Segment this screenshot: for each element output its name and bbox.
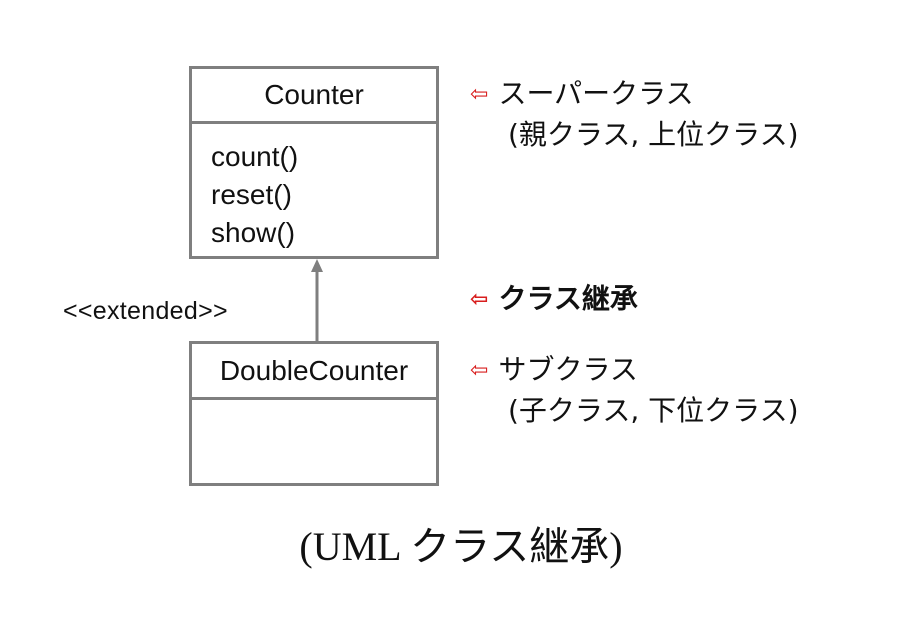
subclass-box: DoubleCounter bbox=[189, 341, 439, 486]
subclass-note-title: サブクラス bbox=[498, 353, 638, 386]
superclass-box: Counter count() reset() show() bbox=[189, 66, 439, 259]
left-arrow-icon: ⇦ bbox=[470, 358, 489, 383]
subclass-note: ⇦ サブクラス (子クラス, 下位クラス) bbox=[470, 350, 799, 431]
left-arrow-icon: ⇦ bbox=[470, 82, 489, 107]
operation-show: show() bbox=[211, 217, 296, 248]
left-arrow-icon: ⇦ bbox=[470, 287, 489, 312]
subclass-note-subtitle: (子クラス, 下位クラス) bbox=[508, 394, 799, 427]
subclass-operations bbox=[192, 400, 436, 414]
inheritance-note: ⇦ クラス継承 bbox=[470, 279, 638, 320]
superclass-note: ⇦ スーパークラス (親クラス, 上位クラス) bbox=[470, 74, 799, 155]
superclass-note-title: スーパークラス bbox=[498, 77, 694, 110]
operation-reset: reset() bbox=[211, 179, 292, 210]
diagram-caption: (UML クラス継承) bbox=[299, 524, 623, 569]
superclass-operations: count() reset() show() bbox=[192, 124, 436, 252]
operation-count: count() bbox=[211, 141, 299, 172]
extended-stereotype: <<extended>> bbox=[63, 297, 228, 325]
subclass-name: DoubleCounter bbox=[192, 344, 436, 400]
inheritance-arrow-head bbox=[311, 259, 323, 272]
superclass-note-subtitle: (親クラス, 上位クラス) bbox=[508, 118, 799, 151]
superclass-name: Counter bbox=[192, 69, 436, 124]
inheritance-note-title: クラス継承 bbox=[498, 282, 638, 315]
